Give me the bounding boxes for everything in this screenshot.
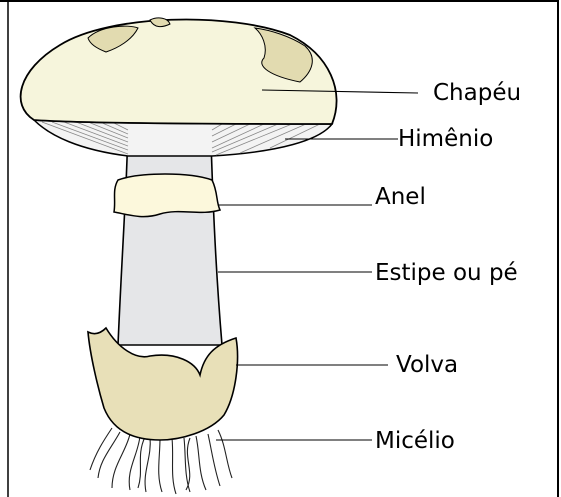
label-mycelium: Micélio xyxy=(375,428,455,454)
label-gills: Himênio xyxy=(398,126,493,152)
label-ring: Anel xyxy=(375,184,426,210)
label-volva: Volva xyxy=(396,352,458,378)
label-stem: Estipe ou pé xyxy=(375,260,518,286)
gills xyxy=(34,120,332,156)
label-cap: Chapéu xyxy=(433,80,521,106)
ring xyxy=(114,174,220,217)
